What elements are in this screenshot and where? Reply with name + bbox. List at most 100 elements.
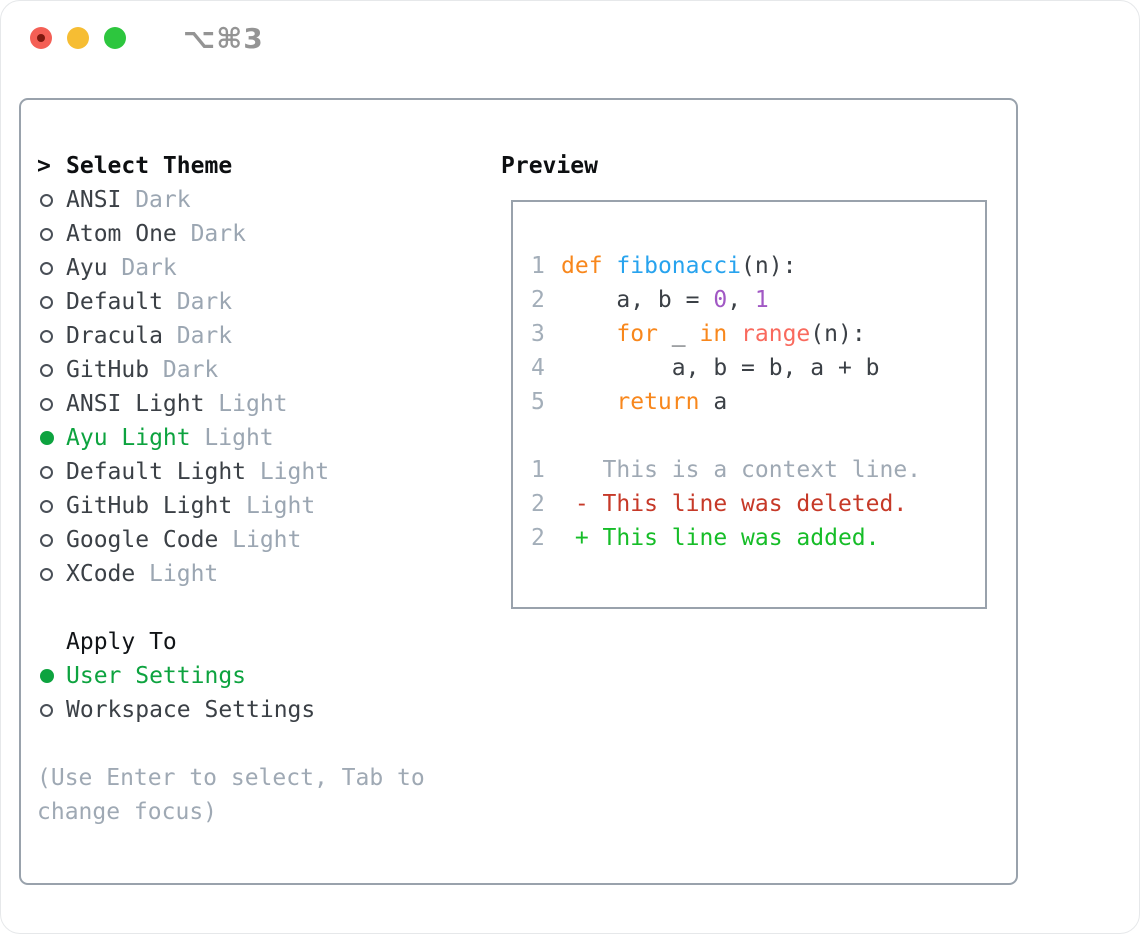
option-label: Ayu <box>66 255 108 281</box>
code-token-plain <box>561 321 616 347</box>
option-label: ANSI Light <box>66 391 205 417</box>
code-line: 3 for _ in range(n): <box>531 317 985 351</box>
code-token-plain <box>561 389 616 415</box>
code-token-kw: return <box>616 389 700 415</box>
radio-icon <box>37 499 66 513</box>
code-token-plain <box>603 253 617 279</box>
code-token-plain: _ <box>657 321 700 347</box>
option-label: Google Code <box>66 527 219 553</box>
code-token-builtin: range <box>741 321 811 347</box>
prompt-icon: > <box>37 153 51 179</box>
variant-label: Light <box>245 493 316 519</box>
variant-label: Light <box>204 425 274 451</box>
radio-icon <box>37 261 66 275</box>
spacer <box>37 727 487 761</box>
theme-option-atom-one[interactable]: Atom One Dark <box>37 217 487 251</box>
radio-icon <box>37 465 66 479</box>
theme-option-ayu[interactable]: Ayu Dark <box>37 251 487 285</box>
option-label: GitHub Light <box>66 493 233 519</box>
code-line <box>531 419 985 453</box>
option-label: GitHub <box>66 357 150 383</box>
apply-option-workspace-settings[interactable]: Workspace Settings <box>37 693 487 727</box>
option-label: XCode <box>66 561 136 587</box>
code-token-fn: fibonacci <box>616 253 742 279</box>
radio-selected-icon <box>37 431 66 445</box>
radio-selected-icon <box>37 669 66 683</box>
code-token-lit: 0 <box>713 287 728 313</box>
code-token-add: + This line was added. <box>561 525 880 551</box>
code-token-plain: (n): <box>741 253 797 279</box>
radio-icon <box>37 227 66 241</box>
preview-header: Preview <box>501 153 598 179</box>
code-token-plain: a, b = <box>561 287 714 313</box>
code-token-kw: def <box>561 253 603 279</box>
code-line: 2 - This line was deleted. <box>531 487 985 521</box>
code-line: 2 + This line was added. <box>531 521 985 555</box>
theme-option-default[interactable]: Default Dark <box>37 285 487 319</box>
code-token-lit: 1 <box>754 287 769 313</box>
code-token-kw: in <box>699 321 728 347</box>
variant-label: Dark <box>190 221 246 247</box>
variant-label: Light <box>232 527 302 553</box>
code-line: 4 a, b = b, a + b <box>531 351 985 385</box>
radio-icon <box>37 329 66 343</box>
apply-to-header: Apply To <box>37 625 487 659</box>
theme-option-xcode[interactable]: XCode Light <box>37 557 487 591</box>
theme-option-github[interactable]: GitHub Dark <box>37 353 487 387</box>
option-label: Default Light <box>66 459 247 485</box>
theme-option-github-light[interactable]: GitHub Light Light <box>37 489 487 523</box>
variant-label: Dark <box>176 289 233 315</box>
apply-to-title: Apply To <box>66 629 177 655</box>
line-number: 2 <box>531 287 545 313</box>
option-label: Atom One <box>66 221 177 247</box>
option-label: User Settings <box>66 663 247 689</box>
line-number: 3 <box>531 321 545 347</box>
close-button[interactable] <box>30 27 52 49</box>
code-token-plain: , <box>727 287 755 313</box>
code-token-plain <box>727 321 741 347</box>
apply-option-user-settings[interactable]: User Settings <box>37 659 487 693</box>
variant-label: Dark <box>121 255 177 281</box>
minimize-button[interactable] <box>67 27 89 49</box>
code-line: 5 return a <box>531 385 985 419</box>
line-number: 1 <box>531 253 545 279</box>
code-token-plain: a <box>699 389 728 415</box>
code-line: 1 This is a context line. <box>531 453 985 487</box>
window-title: ⌥⌘3 <box>183 21 264 55</box>
option-label: Default <box>66 289 163 315</box>
help-text: (Use Enter to select, Tab to change focu… <box>37 761 487 829</box>
line-number: 5 <box>531 389 545 415</box>
help-text-line: (Use Enter to select, Tab to <box>37 765 425 791</box>
help-text-line: change focus) <box>37 799 218 825</box>
titlebar: ⌥⌘3 <box>1 1 1139 75</box>
line-number: 1 <box>531 457 545 483</box>
code-line: 1 def fibonacci(n): <box>531 249 985 283</box>
code-token-plain: (n): <box>810 321 866 347</box>
theme-option-google-code[interactable]: Google Code Light <box>37 523 487 557</box>
variant-label: Light <box>259 459 330 485</box>
theme-option-default-light[interactable]: Default Light Light <box>37 455 487 489</box>
variant-label: Dark <box>162 357 219 383</box>
radio-icon <box>37 533 66 547</box>
option-label: ANSI <box>66 187 122 213</box>
select-theme-title: Select Theme <box>66 153 233 179</box>
variant-label: Dark <box>135 187 191 213</box>
radio-icon <box>37 295 66 309</box>
variant-label: Light <box>149 561 219 587</box>
theme-option-ansi[interactable]: ANSI Dark <box>37 183 487 217</box>
spacer <box>37 591 487 625</box>
code-token-ctx: This is a context line. <box>561 457 922 483</box>
select-theme-header: > Select Theme <box>37 149 487 183</box>
zoom-button[interactable] <box>104 27 126 49</box>
code-token-kw: for <box>616 321 658 347</box>
code-token-del: - This line was deleted. <box>561 491 908 517</box>
